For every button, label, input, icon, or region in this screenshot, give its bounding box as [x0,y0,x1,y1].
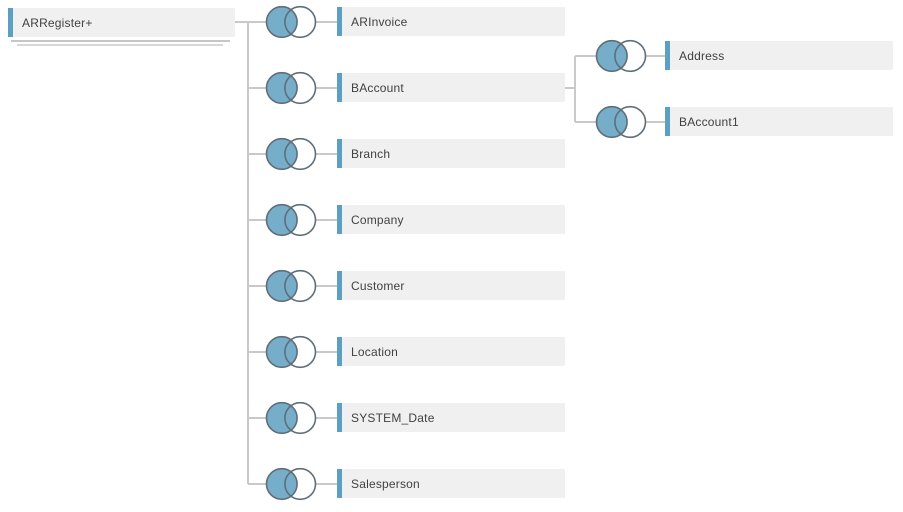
join-right-circle [614,105,647,139]
table-node-label: Branch [351,146,391,161]
left-join-icon[interactable] [265,401,317,435]
table-node[interactable]: BAccount [337,73,565,102]
left-join-icon[interactable] [265,203,317,237]
table-node-label: Location [351,344,398,359]
join-left-circle [265,137,298,171]
left-join-icon[interactable] [265,5,317,39]
left-join-icon[interactable] [265,71,317,105]
table-node-label: BAccount [351,80,404,95]
join-left-circle [265,203,298,237]
left-join-icon[interactable] [595,39,647,73]
accent-bar [337,337,342,366]
join-left-circle [265,71,298,105]
accent-bar [337,403,342,432]
union-stack-line [11,40,230,42]
left-join-icon[interactable] [595,105,647,139]
join-right-circle [284,467,317,501]
table-node-label: Company [351,212,404,227]
accent-bar [337,7,342,36]
join-right-circle [284,137,317,171]
table-node-label: Customer [351,278,405,293]
join-right-circle [284,71,317,105]
table-node[interactable]: BAccount1 [665,107,893,136]
root-table-label: ARRegister+ [22,15,93,30]
accent-bar [665,41,670,70]
accent-bar [337,469,342,498]
table-node-label: Salesperson [351,476,420,491]
join-right-circle [284,5,317,39]
join-left-circle [265,335,298,369]
accent-bar [337,139,342,168]
table-node[interactable]: Location [337,337,565,366]
accent-bar [337,271,342,300]
table-node[interactable]: SYSTEM_Date [337,403,565,432]
left-join-icon[interactable] [265,269,317,303]
join-left-circle [595,105,628,139]
table-node[interactable]: Address [665,41,893,70]
join-left-circle [595,39,628,73]
join-left-circle [265,401,298,435]
left-join-icon[interactable] [265,137,317,171]
root-table-node[interactable]: ARRegister+ [8,8,235,37]
table-node-label: SYSTEM_Date [351,410,435,425]
table-node-label: BAccount1 [679,114,739,129]
table-node-label: Address [679,48,725,63]
join-right-circle [284,335,317,369]
table-node[interactable]: Customer [337,271,565,300]
table-node[interactable]: ARInvoice [337,7,565,36]
join-right-circle [614,39,647,73]
join-left-circle [265,269,298,303]
join-left-circle [265,467,298,501]
table-node-label: ARInvoice [351,14,408,29]
join-left-circle [265,5,298,39]
accent-bar [337,73,342,102]
join-right-circle [284,269,317,303]
table-node[interactable]: Branch [337,139,565,168]
left-join-icon[interactable] [265,335,317,369]
accent-bar [665,107,670,136]
join-right-circle [284,203,317,237]
table-node[interactable]: Salesperson [337,469,565,498]
table-node[interactable]: Company [337,205,565,234]
accent-bar [337,205,342,234]
join-right-circle [284,401,317,435]
left-join-icon[interactable] [265,467,317,501]
accent-bar [8,8,13,37]
union-stack-line [17,44,223,46]
